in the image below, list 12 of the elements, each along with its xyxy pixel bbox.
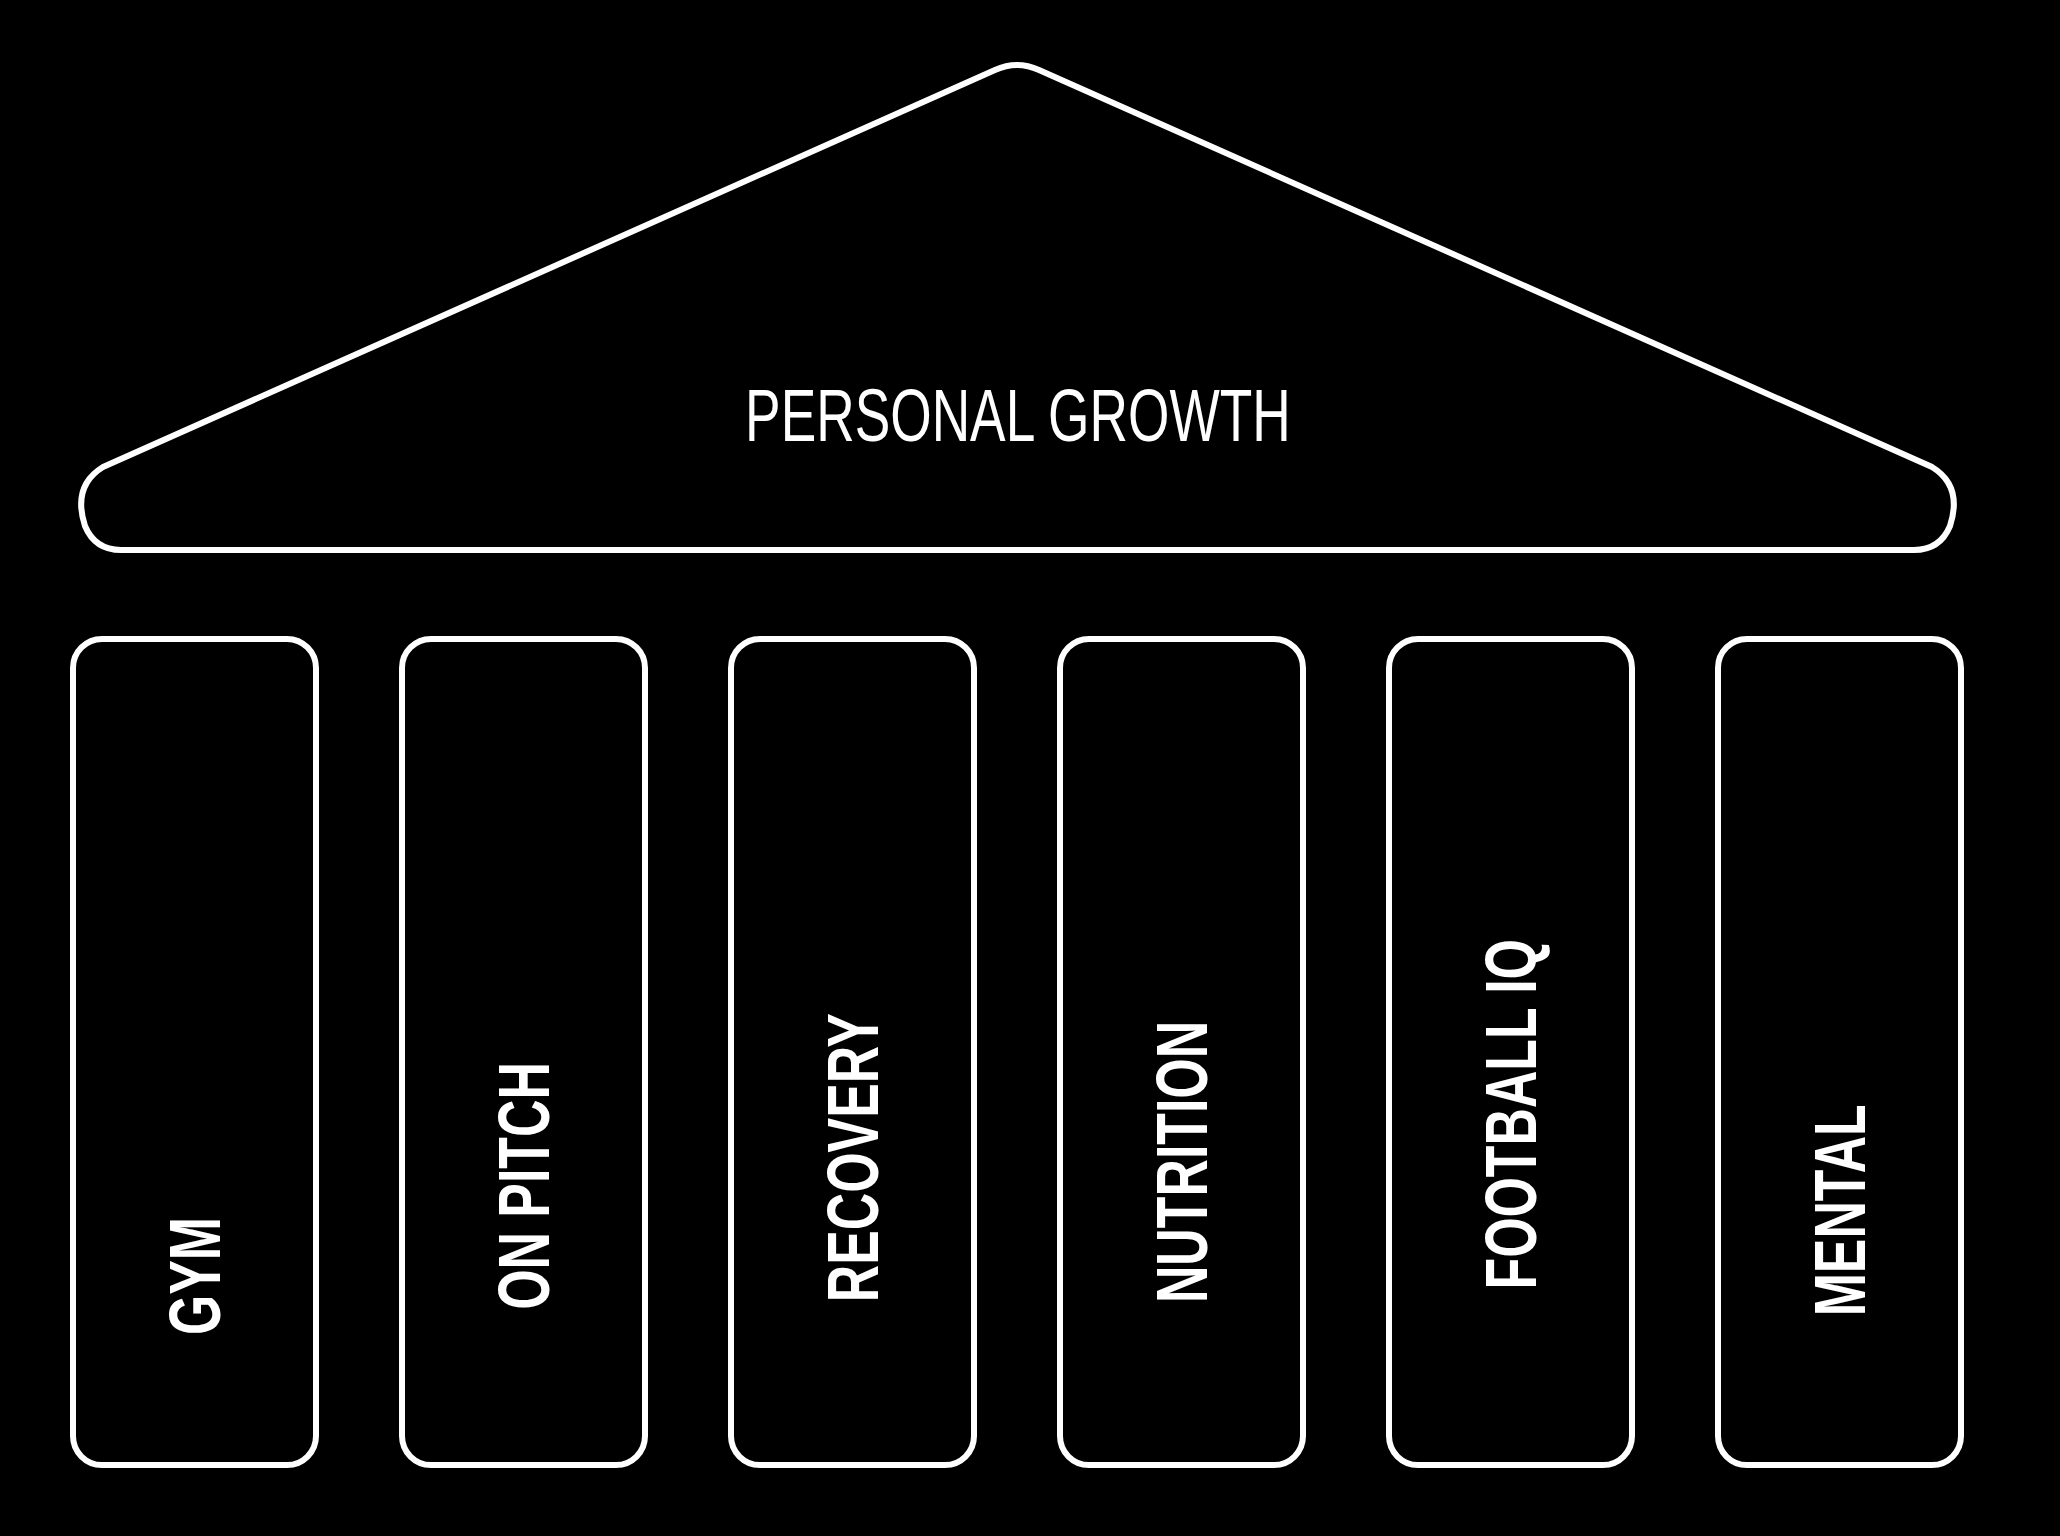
pillar-label: RECOVERY bbox=[816, 1012, 889, 1302]
pillar-label: ON PITCH bbox=[487, 1062, 560, 1310]
pillar-label: GYM bbox=[158, 1216, 231, 1336]
pillar-box bbox=[70, 636, 319, 1468]
pillar-box bbox=[1057, 636, 1306, 1468]
pillar-box bbox=[1715, 636, 1964, 1468]
pillar-box bbox=[728, 636, 977, 1468]
pillar-box bbox=[1386, 636, 1635, 1468]
roof-title: PERSONAL GROWTH bbox=[744, 376, 1291, 456]
pillar-label: NUTRITION bbox=[1145, 1020, 1218, 1304]
pillar-label: MENTAL bbox=[1803, 1104, 1876, 1317]
pillar-box bbox=[399, 636, 648, 1468]
